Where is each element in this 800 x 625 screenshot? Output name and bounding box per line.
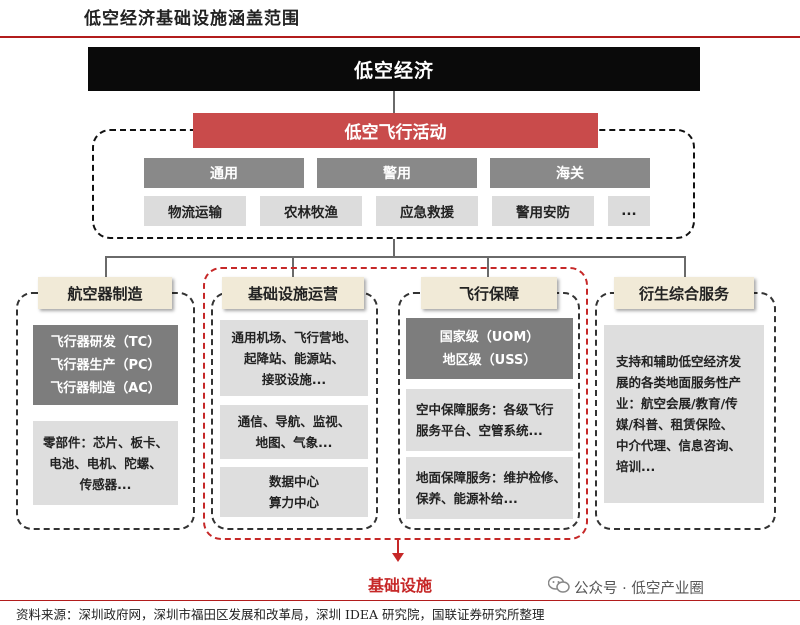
- wechat-icon: [548, 576, 570, 593]
- infra-arrow-stem: [397, 540, 399, 556]
- network-line-2: 地图、气象...: [255, 435, 333, 450]
- parts-line-1: 零部件：芯片、板卡、: [42, 434, 168, 450]
- air-service-line-1: 空中保障服务：各级飞行: [416, 402, 554, 417]
- level-national: 国家级（UOM）: [439, 329, 540, 345]
- manufacturing-tc: 飞行器研发（TC）: [50, 334, 161, 350]
- connector-manufacturing: [105, 256, 107, 277]
- infra-arrow-head-icon: [392, 553, 404, 562]
- facilities-line-1: 通用机场、飞行营地、: [231, 329, 357, 345]
- derivative-line-2: 展的各类地面服务性产: [616, 375, 742, 390]
- low-altitude-economy-banner: 低空经济: [88, 47, 700, 91]
- watermark-text: 公众号 · 低空产业圈: [574, 581, 704, 597]
- manufacturing-ac: 飞行器制造（AC）: [50, 380, 161, 396]
- infrastructure-label: 基础设施: [367, 576, 432, 595]
- connector-main: [393, 91, 395, 113]
- infra-ops-network-box: 通信、导航、监视、 地图、气象...: [220, 405, 368, 459]
- category-general: 通用: [144, 158, 304, 188]
- parts-line-2: 电池、电机、陀螺、: [49, 455, 162, 471]
- infra-ops-title: 基础设施运营: [222, 277, 364, 309]
- derivative-line-3: 业：航空会展/教育/传: [616, 396, 738, 411]
- ground-service-line-2: 保养、能源补给...: [416, 491, 518, 506]
- derivative-line-1: 支持和辅助低空经济发: [616, 354, 742, 369]
- parts-line-3: 传感器...: [79, 476, 132, 492]
- flight-activity-header: 低空飞行活动: [193, 113, 598, 148]
- connector-horizontal: [105, 256, 686, 258]
- facilities-line-3: 接驳设施...: [261, 371, 327, 387]
- datacenter-line-2: 算力中心: [268, 495, 319, 510]
- scenario-logistics: 物流运输: [144, 196, 246, 226]
- infrastructure-group: [203, 267, 588, 540]
- connector-flight-support: [487, 256, 489, 277]
- ground-service-line-1: 地面保障服务：维护检修、: [416, 470, 567, 485]
- manufacturing-parts-box: 零部件：芯片、板卡、 电池、电机、陀螺、 传感器...: [33, 421, 178, 505]
- category-customs: 海关: [490, 158, 650, 188]
- connector-derivative: [684, 256, 686, 277]
- datacenter-line-1: 数据中心: [268, 474, 319, 489]
- scenario-rescue: 应急救援: [376, 196, 478, 226]
- manufacturing-pc: 飞行器生产（PC）: [50, 357, 161, 373]
- category-police: 警用: [317, 158, 477, 188]
- connector-trunk: [393, 239, 395, 257]
- flight-support-air-box: 空中保障服务：各级飞行 服务平台、空管系统...: [406, 389, 573, 451]
- flight-support-title: 飞行保障: [421, 277, 557, 309]
- page-title: 低空经济基础设施涵盖范围: [84, 9, 300, 29]
- infra-ops-datacenter-box: 数据中心 算力中心: [220, 467, 368, 517]
- flight-support-ground-box: 地面保障服务：维护检修、 保养、能源补给...: [406, 457, 573, 519]
- top-divider: [0, 36, 800, 38]
- manufacturing-title: 航空器制造: [38, 277, 172, 309]
- infra-ops-facilities-box: 通用机场、飞行营地、 起降站、能源站、 接驳设施...: [220, 320, 368, 396]
- network-line-1: 通信、导航、监视、: [237, 414, 351, 429]
- scenario-agriculture: 农林牧渔: [260, 196, 362, 226]
- connector-infra-ops: [292, 256, 294, 277]
- facilities-line-2: 起降站、能源站、: [243, 350, 344, 366]
- flight-support-level-box: 国家级（UOM） 地区级（USS）: [406, 318, 573, 379]
- scenario-more: ...: [608, 196, 650, 226]
- source-note: 资料来源：深圳政府网，深圳市福田区发展和改革局，深圳 IDEA 研究院，国联证券…: [16, 607, 545, 622]
- manufacturing-certification-box: 飞行器研发（TC） 飞行器生产（PC） 飞行器制造（AC）: [33, 325, 178, 405]
- air-service-line-2: 服务平台、空管系统...: [416, 423, 543, 438]
- derivative-title: 衍生综合服务: [614, 277, 754, 309]
- derivative-line-4: 媒/科普、租赁保险、: [616, 417, 734, 432]
- derivative-content-box: 支持和辅助低空经济发 展的各类地面服务性产 业：航空会展/教育/传 媒/科普、租…: [604, 325, 764, 503]
- scenario-police-security: 警用安防: [492, 196, 594, 226]
- derivative-line-6: 培训...: [616, 459, 656, 474]
- bottom-divider: [0, 600, 800, 601]
- level-regional: 地区级（USS）: [442, 352, 537, 368]
- derivative-line-5: 中介代理、信息咨询、: [616, 438, 742, 453]
